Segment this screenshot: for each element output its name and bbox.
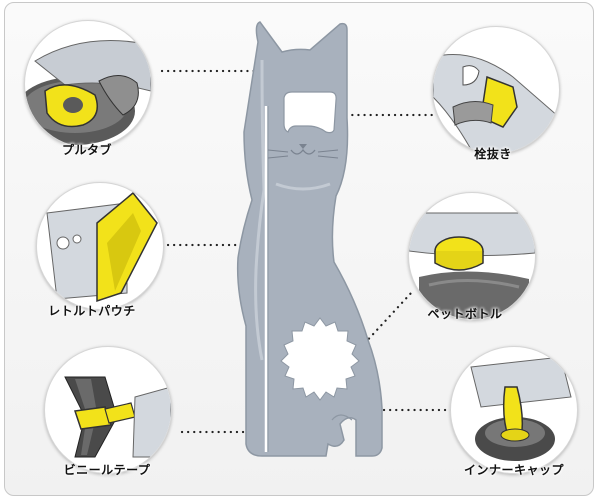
cat-whiskers: [267, 149, 339, 159]
cat-collar: [275, 182, 331, 191]
pull-tab-illustration: [25, 40, 151, 145]
pull-tab-label: プルタブ: [61, 143, 113, 157]
body-highlight: [254, 59, 266, 361]
cat-mouth: [290, 148, 316, 155]
inner-cap-detail: [450, 346, 578, 474]
pet-bottle-gear-hole: [280, 317, 360, 401]
vinyl-tape-illustration: [64, 376, 171, 458]
hook-notch: [331, 414, 353, 421]
bottle-cap-illustration: [433, 54, 559, 153]
retort-pouch-illustration: [46, 191, 158, 303]
bottle-cap-label: 栓抜き: [474, 147, 512, 161]
retort-pouch-label: レトルトパウチ: [48, 304, 136, 318]
retort-pouch-detail: [36, 182, 164, 310]
inner-cap-label: インナーキャップ: [463, 463, 565, 477]
bottle-opener-hole: [283, 91, 337, 134]
cat-nose: [299, 144, 307, 149]
inner-cap-illustration: [470, 356, 572, 461]
vinyl-tape-label: ビニールテープ: [63, 463, 151, 477]
pet-bottle-detail: [408, 192, 536, 320]
bottle-cap-detail: [432, 26, 560, 154]
pet-bottle-illustration: [409, 212, 535, 319]
pull-tab-detail: [24, 20, 152, 148]
vinyl-tape-detail: [44, 346, 172, 474]
pet-bottle-label: ペットボトル: [427, 307, 503, 321]
